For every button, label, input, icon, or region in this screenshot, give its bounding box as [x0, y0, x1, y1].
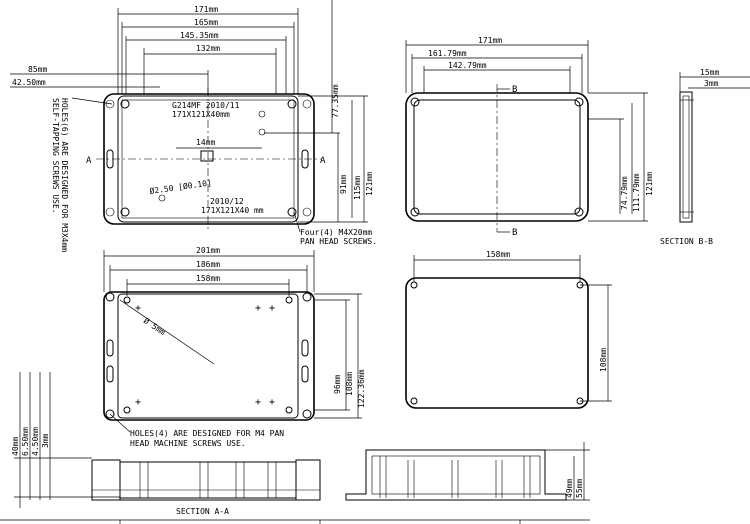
dim-165: 165mm: [194, 18, 218, 27]
label-bottom: 2010/12: [210, 197, 244, 206]
dim-121: 121mm: [365, 172, 374, 196]
section-marker-a-left: A: [86, 156, 92, 166]
dim-171: 171mm: [194, 5, 218, 14]
note-screws: Four(4) M4X20mm: [300, 228, 372, 237]
dim-108-r: 108mm: [599, 348, 608, 372]
dim-15: 15mm: [700, 68, 719, 77]
top-left-view: 171mm 165mm 145.35mm 132mm 85mm 42.50mm …: [10, 0, 377, 252]
dim-108-l: 108mm: [345, 372, 354, 396]
svg-text:+: +: [135, 397, 141, 408]
dim-42: 42.50mm: [12, 78, 46, 87]
section-aa: 40mm 6.50mm 4.50mm 3mm SECTION A-A: [11, 372, 321, 516]
dim-111: 111.79mm: [632, 173, 641, 212]
dim-158-r: 158mm: [486, 250, 510, 259]
dim-121-r: 121mm: [645, 172, 654, 196]
dim-91: 91mm: [339, 175, 348, 194]
dim-145: 145.35mm: [180, 31, 219, 40]
dim-85: 85mm: [28, 65, 47, 74]
label-top2: 171X121X40mm: [172, 110, 230, 119]
dim-115: 115mm: [353, 176, 362, 200]
note-holes-6: HOLES(6) ARE DESIGNED FOR M3X4mm: [60, 98, 69, 252]
svg-text:+: +: [255, 303, 261, 314]
svg-text:+: +: [269, 397, 275, 408]
dim-3-aa: 3mm: [41, 433, 50, 448]
dim-96: 96mm: [333, 375, 342, 394]
mid-left-view: + + + + + + Ø 5mm 201mm 186mm 158mm 96mm 1…: [103, 246, 366, 448]
dim-132: 132mm: [196, 44, 220, 53]
svg-text:+: +: [135, 303, 141, 314]
dim-201: 201mm: [196, 246, 220, 255]
label-bottom2: 171X121X40 mm: [201, 206, 264, 215]
dim-49: 49mm: [565, 479, 574, 498]
dim-186: 186mm: [196, 260, 220, 269]
top-right-view: B B 171mm 161.79mm 142.79mm 74.79mm 111.…: [405, 36, 654, 238]
dim-6: 6.50mm: [21, 427, 30, 456]
dim-dia5: Ø 5mm: [142, 315, 168, 337]
dim-77: 77.35mm: [331, 84, 340, 118]
dim-158: 158mm: [196, 274, 220, 283]
svg-text:+: +: [269, 303, 275, 314]
dim-142: 142.79mm: [448, 61, 487, 70]
dim-dia: Ø2.50 [Ø0.10]: [149, 177, 212, 196]
label-top: G214MF 2010/11: [172, 101, 240, 110]
dim-171-r: 171mm: [478, 36, 502, 45]
note-holes-6-2: SELF-TAPPING SCREWS USE.: [51, 98, 60, 214]
dim-4: 4.50mm: [31, 427, 40, 456]
dim-55: 55mm: [575, 479, 584, 498]
svg-text:+: +: [255, 397, 261, 408]
section-marker-b-top: B: [512, 85, 517, 95]
dim-161: 161.79mm: [428, 49, 467, 58]
note-holes-4-2: HEAD MACHINE SCREWS USE.: [130, 439, 246, 448]
section-bb-title: SECTION B-B: [660, 237, 713, 246]
dim-74: 74.79mm: [620, 176, 629, 210]
dim-3: 3mm: [704, 79, 719, 88]
note-screws2: PAN HEAD SCREWS.: [300, 237, 377, 246]
section-aa-title: SECTION A-A: [176, 507, 229, 516]
dim-40: 40mm: [11, 437, 20, 456]
dim-14: 14mm: [196, 138, 215, 147]
note-holes-4: HOLES(4) ARE DESIGNED FOR M4 PAN: [130, 429, 284, 438]
bottom-right-section: 49mm 55mm: [345, 442, 590, 501]
section-marker-b-bottom: B: [512, 228, 517, 238]
dim-122: 122.36mm: [357, 369, 366, 408]
section-bb: 15mm 3mm SECTION B-B: [660, 68, 750, 246]
mid-right-view: 158mm 108mm: [405, 250, 612, 409]
section-marker-a-right: A: [320, 156, 326, 166]
